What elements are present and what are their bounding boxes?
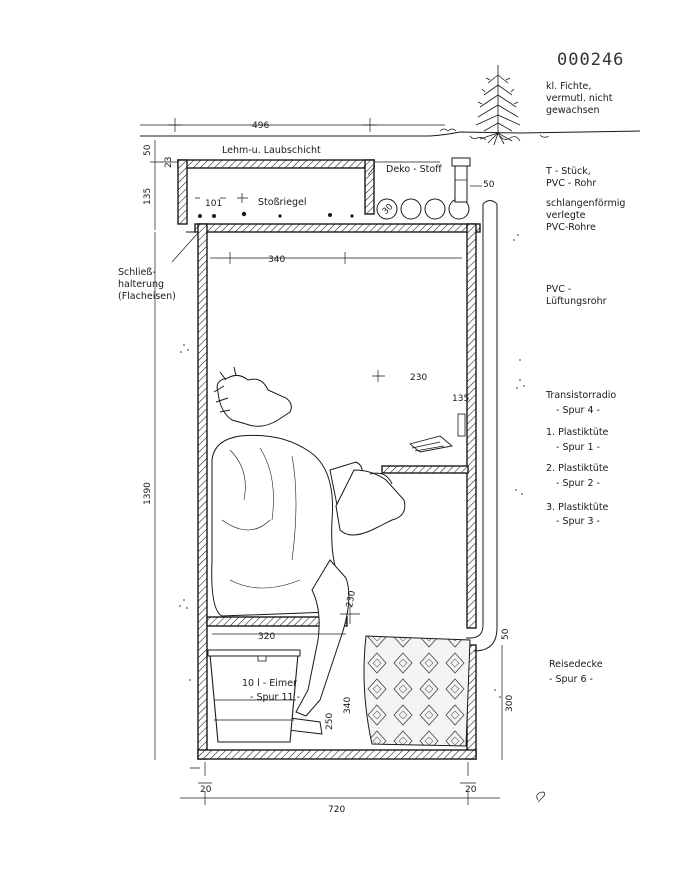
coiled-pvc-pipes <box>376 198 470 220</box>
deco-fabric-label: Deko - Stoff <box>386 164 442 175</box>
dim-ticks-top <box>168 118 377 132</box>
earth-texture <box>179 234 525 698</box>
ground-surface-line <box>140 130 641 137</box>
deco-fabric-leader <box>367 165 376 176</box>
dim-bucket-area: 250 <box>325 713 335 730</box>
locking-bar-label: Stoßriegel <box>258 197 306 208</box>
dim-ticks-bottom <box>190 762 476 784</box>
t-piece-label-line-1: T - Stück, <box>545 166 591 177</box>
dim-bench-width: 320 <box>258 632 275 642</box>
t-piece-label-line-2: PVC - Rohr <box>546 178 596 189</box>
t-piece-pipe <box>451 157 471 203</box>
spruce-tree-icon <box>475 65 521 146</box>
dim-wall-left: 20 <box>200 785 212 795</box>
coiled-pipes-label-line-1: schlangenförmig <box>546 198 625 209</box>
seated-person-figure <box>211 366 406 735</box>
ventilation-label-line-2: Lüftungsrohr <box>546 296 607 307</box>
bag2-label-line-1: 2. Plastiktüte <box>546 463 609 474</box>
dim-inner-height: 230 <box>410 373 427 383</box>
dim-pipe-offset: 50 <box>483 180 495 190</box>
locking-bar-bolts <box>198 211 354 218</box>
tree-label-line-1: kl. Fichte, <box>546 81 591 92</box>
dim-bottom-width: 720 <box>328 805 345 815</box>
radio-label-line-2: - Spur 4 - <box>556 405 600 416</box>
dim-pipe-diameter: 30 <box>381 202 396 217</box>
lock-bracket-label-line-3: (Flacheisen) <box>118 291 176 302</box>
dim-cross-leg <box>340 604 360 624</box>
document-number: 000246 <box>557 50 624 70</box>
initials-mark <box>536 791 546 803</box>
dim-latch: 101 <box>205 199 222 209</box>
lock-bracket-leader <box>171 233 198 263</box>
dim-bench-pipe: 50 <box>501 628 511 640</box>
dim-top-width: 496 <box>252 121 269 131</box>
travel-blanket <box>363 635 471 747</box>
bag2-label-line-2: - Spur 2 - <box>556 478 600 489</box>
radio-label-line-1: Transistorradio <box>545 390 616 401</box>
coiled-pipes-label-line-2: verlegte <box>546 210 586 221</box>
soil-layer-label: Lehm-u. Laubschicht <box>222 145 321 156</box>
ventilation-pipe <box>466 200 498 652</box>
dim-cross-inner <box>372 370 385 382</box>
lock-bracket-label-line-1: Schließ- <box>118 267 156 278</box>
lock-bracket-label-line-2: halterung <box>118 279 164 290</box>
dim-lid-side: 23 <box>164 157 174 168</box>
blanket-label-line-2: - Spur 6 - <box>549 674 593 685</box>
dim-shelf-gap: 135 <box>452 394 469 404</box>
dim-lower-height: 300 <box>505 695 515 712</box>
ground-texture <box>439 128 550 142</box>
hatch-lid <box>177 159 375 225</box>
bag1-label-line-1: 1. Plastiktüte <box>546 427 609 438</box>
dim-ticks-bottom-ends <box>204 791 469 805</box>
bag3-label-line-1: 3. Plastiktüte <box>546 502 609 513</box>
ventilation-label-line-1: PVC - <box>546 284 571 295</box>
dim-total-height: 1390 <box>143 482 153 505</box>
bucket-label-line-1: 10 l - Eimer <box>242 678 297 689</box>
bucket-10l <box>207 649 301 743</box>
tree-label-line-2: vermutl. nicht <box>546 93 613 104</box>
dim-top-layer: 50 <box>143 144 153 156</box>
bucket-label-line-2: - Spur 11 - <box>250 692 300 703</box>
bag1-label-line-2: - Spur 1 - <box>556 442 600 453</box>
dim-lid-height: 135 <box>143 188 153 205</box>
tree-label-line-3: gewachsen <box>546 105 600 116</box>
box-walls <box>194 223 481 760</box>
blanket-label-line-1: Reisedecke <box>549 659 603 670</box>
dim-bucket-depth: 340 <box>343 697 353 714</box>
dim-wall-right: 20 <box>465 785 477 795</box>
dim-line-inner-width <box>210 252 462 264</box>
coiled-pipes-label-line-3: PVC-Rohre <box>546 222 596 233</box>
bag3-label-line-2: - Spur 3 - <box>556 516 600 527</box>
latch-cross <box>237 193 248 203</box>
transistor-radio <box>409 413 466 453</box>
dim-inner-width: 340 <box>268 255 285 265</box>
dim-person-leg: 230 <box>345 590 358 609</box>
